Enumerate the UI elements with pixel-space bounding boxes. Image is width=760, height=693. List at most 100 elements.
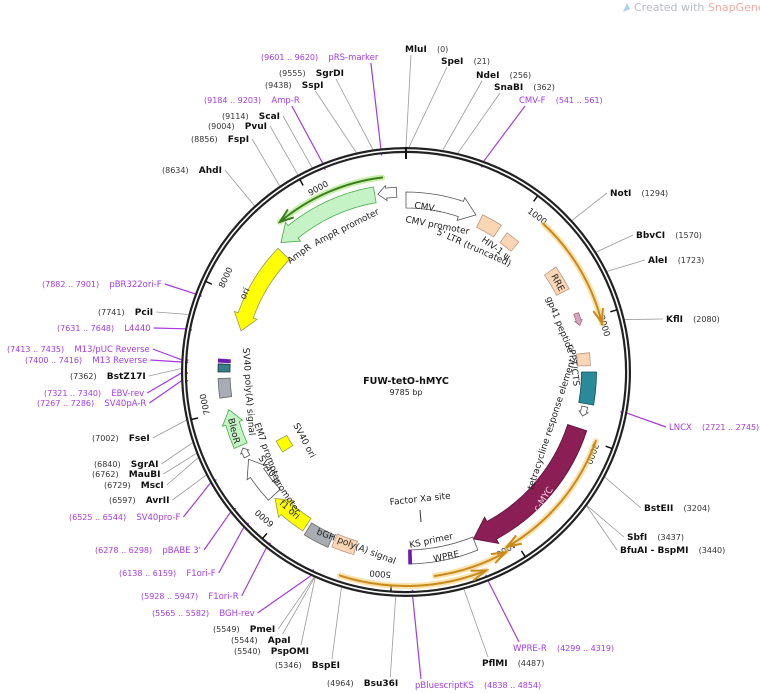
site-position: (4838 .. 4854) <box>484 681 541 690</box>
snapgene-watermark: Created with SnapGene® <box>623 1 760 14</box>
primer-leader-line <box>370 62 382 149</box>
primer-site[interactable]: (6525 .. 6544) SV40pro-F <box>69 505 180 524</box>
primer-site[interactable]: (5928 .. 5947) F1ori-R <box>141 584 239 603</box>
primer-site[interactable]: (7631 .. 7648) L4440 <box>57 316 151 335</box>
enzyme-leader-line <box>408 66 448 148</box>
enzyme-leader-line <box>389 596 397 678</box>
enzyme-leader-line <box>277 577 315 630</box>
f1ori-arrow <box>274 497 312 532</box>
feature-ampr-label[interactable]: AmpR <box>286 243 314 267</box>
enzyme-site[interactable]: (8856) FspI <box>191 127 249 146</box>
enzyme-site[interactable]: SnaBI (362) <box>494 75 555 94</box>
primer-label: (7267 .. 7286) SV40pA-R <box>37 391 146 410</box>
enzyme-site[interactable]: (9004) PvuI <box>208 114 267 133</box>
primer-site[interactable]: (6278 .. 6298) pBABE 3' <box>95 538 201 557</box>
enzyme-site[interactable]: PflMI (4487) <box>482 651 544 670</box>
enzyme-site[interactable]: (5549) PmeI <box>213 617 275 636</box>
site-name: pBluescriptKS <box>415 681 474 691</box>
site-name: SbfI <box>627 533 647 543</box>
primer-leader-line <box>146 372 182 394</box>
site-position: (9438) <box>265 81 292 90</box>
enzyme-site[interactable]: MluI (0) <box>405 37 448 56</box>
plasmid-size: 9785 bp <box>389 388 422 397</box>
site-name: AvrII <box>146 496 170 506</box>
primer-leader-line <box>483 105 526 162</box>
primer-label: (6138 .. 6159) F1ori-F <box>119 561 216 580</box>
primer-site[interactable]: (7882 .. 7901) pBR322ori-F <box>42 272 162 291</box>
enzyme-site[interactable]: NotI (1294) <box>610 181 668 200</box>
enzyme-site[interactable]: (5544) ApaI <box>231 628 291 647</box>
enzyme-site[interactable]: (6840) SgrAI <box>94 452 158 471</box>
feature-factor-xa-label[interactable]: Factor Xa site <box>389 492 451 508</box>
feature-ori-label[interactable]: ori <box>239 286 253 301</box>
site-labels: MluI (0)SpeI (21)NdeI (256)SnaBI (362)CM… <box>7 37 759 692</box>
enzyme-label: BfuAI - BspMI (3440) <box>620 538 725 557</box>
enzyme-site[interactable]: BstEII (3204) <box>644 496 710 515</box>
enzyme-site[interactable]: (7741) PciI <box>98 300 153 319</box>
site-name: MscI <box>141 481 164 491</box>
orange-arc-1 <box>542 223 603 325</box>
primer-site[interactable]: (9601 .. 9620) pRS-marker <box>261 45 379 64</box>
feature-sv40-ori-label[interactable]: SV40 ori <box>290 422 317 460</box>
feature-sv40-polya-label[interactable]: SV40 poly(A) signal <box>240 348 256 436</box>
enzyme-label: (8856) FspI <box>191 127 249 146</box>
enzyme-leader-line <box>282 577 315 635</box>
primer-label: (5565 .. 5582) BGH-rev <box>152 601 255 620</box>
ampr-primer-line-arrowhead <box>277 208 295 224</box>
primer-site[interactable]: (7321 .. 7340) EBV-rev <box>44 381 144 400</box>
primer-label: (5928 .. 5947) F1ori-R <box>141 584 239 603</box>
enzyme-leader-line <box>172 474 207 501</box>
primer-site[interactable]: (5565 .. 5582) BGH-rev <box>152 601 255 620</box>
enzyme-site[interactable]: SbfI (3437) <box>627 525 684 544</box>
site-position: (1294) <box>642 189 669 198</box>
enzyme-site[interactable]: BfuAI - BspMI (3440) <box>620 538 725 557</box>
enzyme-site[interactable]: SpeI (21) <box>441 49 490 68</box>
site-name: WPRE-R <box>513 644 547 654</box>
enzyme-site[interactable]: (6597) AvrII <box>109 488 169 507</box>
site-position: (7400 .. 7416) <box>25 356 82 365</box>
enzyme-site[interactable]: (9438) SspI <box>265 73 323 92</box>
site-position: (6138 .. 6159) <box>119 569 176 578</box>
primer-site[interactable]: pBluescriptKS (4838 .. 4854) <box>415 673 541 692</box>
primer-site[interactable]: CMV-F (541 .. 561) <box>519 88 603 107</box>
enzyme-site[interactable]: (7362) BstZ17I <box>70 364 146 383</box>
enzyme-site[interactable]: AleI (1723) <box>648 248 704 267</box>
enzyme-leader-line <box>152 419 187 439</box>
primer-site[interactable]: LNCX (2721 .. 2745) <box>669 415 759 434</box>
enzyme-site[interactable]: KflI (2080) <box>666 307 720 326</box>
enzyme-site[interactable]: (5540) PspOMI <box>234 639 309 658</box>
primer-leader-line <box>626 412 667 428</box>
enzyme-site[interactable]: BbvCI (1570) <box>636 223 702 242</box>
enzyme-site[interactable]: (6762) MauBI <box>92 462 160 481</box>
site-name: M13 Reverse <box>92 356 147 366</box>
site-position: (4964) <box>327 679 354 688</box>
enzyme-site[interactable]: (9114) ScaI <box>222 104 280 123</box>
site-name: F1ori-F <box>186 569 215 579</box>
watermark-text: Created with <box>634 1 708 14</box>
site-position: (6762) <box>92 470 119 479</box>
site-name: BstEII <box>644 504 673 514</box>
enzyme-site[interactable]: (4964) Bsu36I <box>327 671 398 690</box>
enzyme-leader-line <box>586 505 625 538</box>
primer-site[interactable]: (9184 .. 9203) Amp-R <box>204 88 300 107</box>
enzyme-site[interactable]: (6729) MscI <box>104 473 164 492</box>
enzyme-site[interactable]: (7002) FseI <box>92 426 150 445</box>
enzyme-site[interactable]: NdeI (256) <box>476 63 531 82</box>
enzyme-site[interactable]: (5346) BspEI <box>275 653 340 672</box>
enzyme-label: (9114) ScaI <box>222 104 280 123</box>
feature-cmv-short[interactable]: CMV... <box>414 201 443 215</box>
enzyme-leader-line <box>335 78 374 150</box>
site-position: (5565 .. 5582) <box>152 609 209 618</box>
primer-site[interactable]: (7400 .. 7416) M13 Reverse <box>25 348 147 367</box>
tick-mark <box>532 195 539 202</box>
primer-site[interactable]: WPRE-R (4299 .. 4319) <box>513 636 614 655</box>
primer-site[interactable]: (6138 .. 6159) F1ori-F <box>119 561 216 580</box>
primer-site[interactable]: (7413 .. 7435) M13/pUC Reverse <box>7 337 150 356</box>
site-position: (8634) <box>162 166 189 175</box>
primer-site[interactable]: (7267 .. 7286) SV40pA-R <box>37 391 146 410</box>
site-position: (9114) <box>222 112 249 121</box>
orange-arc-2 <box>506 440 597 548</box>
enzyme-site[interactable]: (9555) SgrDI <box>279 61 344 80</box>
site-position: (5544) <box>231 636 258 645</box>
enzyme-site[interactable]: (8634) AhdI <box>162 158 222 177</box>
